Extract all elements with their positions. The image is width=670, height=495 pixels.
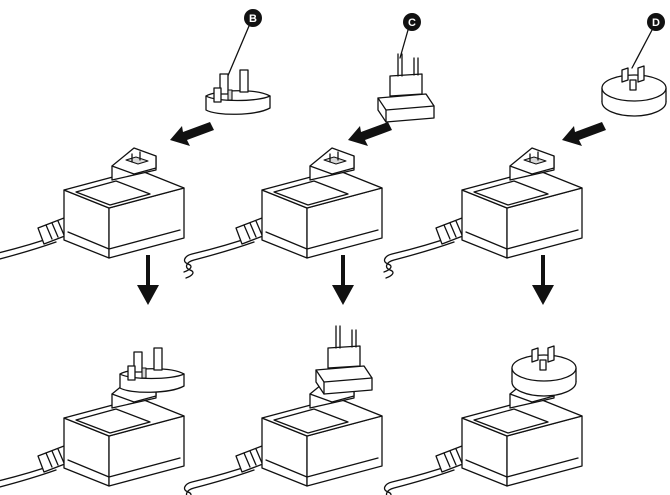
power-adapter-icon bbox=[183, 147, 383, 279]
insert-arrow-icon bbox=[170, 122, 214, 146]
down-arrow-icon bbox=[137, 255, 159, 305]
marker-c-label: C bbox=[408, 17, 416, 29]
marker-c-circle bbox=[403, 13, 421, 31]
marker-b-label: B bbox=[249, 13, 257, 25]
leader-line-d bbox=[631, 29, 653, 69]
power-adapter-icon bbox=[383, 147, 583, 279]
au-plug-icon bbox=[511, 345, 577, 397]
eu-plug-icon bbox=[377, 53, 435, 123]
down-arrow-icon bbox=[532, 255, 554, 305]
marker-d-circle bbox=[647, 13, 665, 31]
power-adapter-icon bbox=[0, 375, 185, 495]
uk-plug-icon bbox=[205, 69, 271, 115]
marker-d-label: D bbox=[652, 17, 660, 29]
marker-b-circle bbox=[244, 9, 262, 27]
marker-c: C bbox=[399, 13, 421, 59]
marker-d: D bbox=[631, 13, 665, 69]
au-plug-icon bbox=[601, 65, 667, 117]
insert-arrow-icon bbox=[562, 122, 606, 146]
eu-plug-icon bbox=[315, 325, 373, 395]
power-adapter-icon bbox=[183, 375, 383, 495]
leader-line-c bbox=[399, 29, 409, 59]
uk-plug-icon bbox=[119, 347, 185, 393]
power-adapter-icon bbox=[0, 147, 185, 279]
insert-arrow-icon bbox=[348, 122, 392, 146]
down-arrow-icon bbox=[332, 255, 354, 305]
